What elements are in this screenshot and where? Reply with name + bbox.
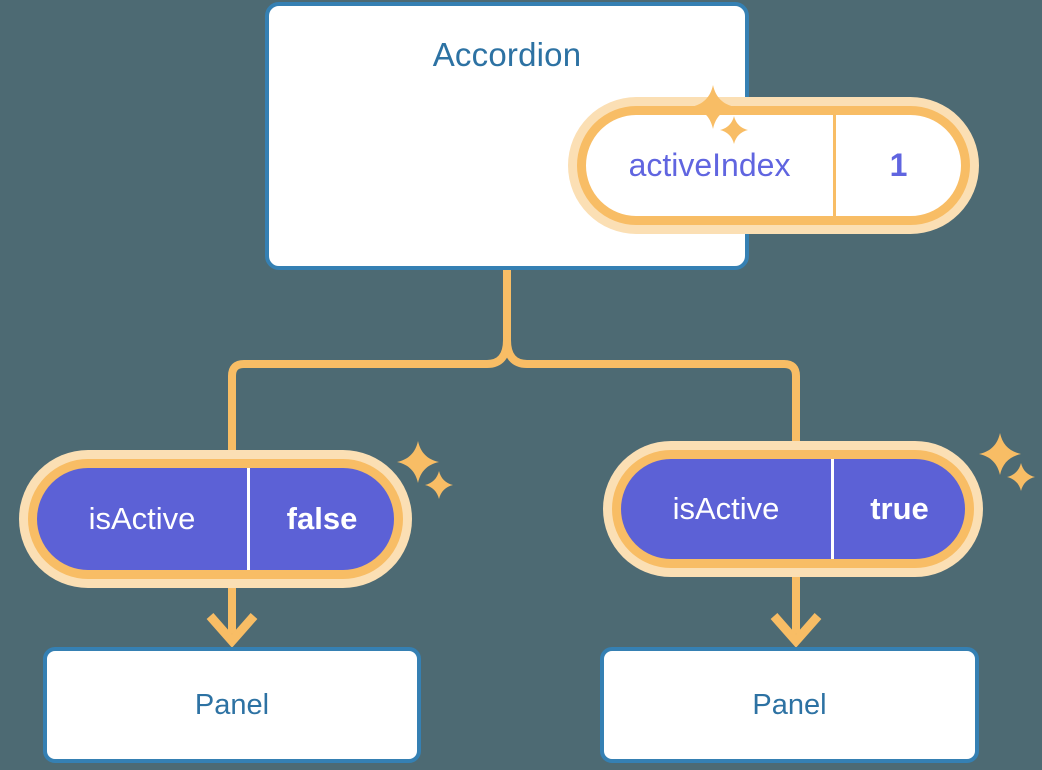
- state-badge-value: 1: [889, 147, 908, 183]
- page-title: Accordion: [432, 36, 582, 73]
- prop-badge-value: true: [870, 491, 929, 526]
- panel-component-card-left[interactable]: Panel: [43, 647, 421, 763]
- panel-title: Panel: [194, 688, 270, 721]
- prop-badge-isactive-false[interactable]: isActive false: [28, 459, 403, 579]
- sparkle-icon: [1007, 463, 1035, 491]
- arrow-down-icon-right: [770, 613, 822, 648]
- panel-component-card-right[interactable]: Panel: [600, 647, 979, 763]
- wire-branch-right: [503, 336, 800, 454]
- prop-badge-value: false: [286, 501, 358, 536]
- state-badge-key: activeIndex: [586, 115, 836, 216]
- panel-title: Panel: [752, 688, 827, 721]
- sparkle-icon: [425, 471, 453, 499]
- wire-branch-left: [228, 336, 511, 463]
- prop-badge-key: isActive: [621, 459, 834, 559]
- sparkle-icon: [397, 441, 439, 483]
- prop-badge-key: isActive: [37, 468, 250, 570]
- arrow-down-icon-left: [206, 613, 258, 648]
- accordion-component-card[interactable]: Accordion activeIndex 1: [265, 2, 970, 270]
- state-badge-activeindex[interactable]: activeIndex 1: [577, 106, 970, 225]
- prop-badge-isactive-true[interactable]: isActive true: [612, 450, 974, 568]
- sparkle-icon: [979, 433, 1021, 475]
